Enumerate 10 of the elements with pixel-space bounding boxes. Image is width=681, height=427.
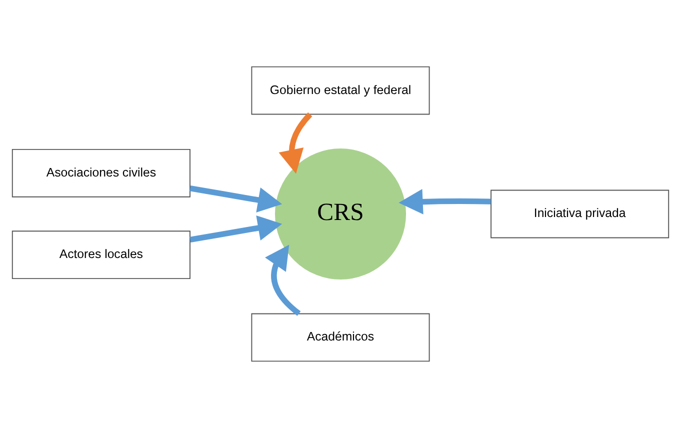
node-box: Asociaciones civiles	[12, 148, 190, 197]
arrow	[265, 244, 301, 316]
node-box: Académicos	[251, 312, 430, 362]
arrow	[398, 188, 491, 214]
node-box: Actores locales	[12, 230, 190, 279]
node-box: Gobierno estatal y federal	[251, 66, 430, 114]
node-box: Iniciativa privada	[490, 189, 670, 238]
arrow	[278, 112, 312, 174]
arrow	[190, 214, 282, 242]
arrow	[190, 185, 282, 212]
